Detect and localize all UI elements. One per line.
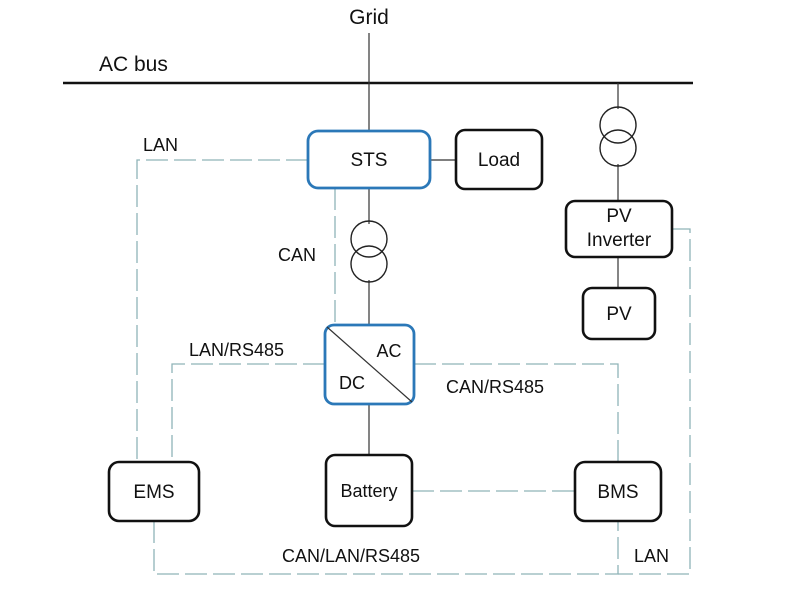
battery-label: Battery — [340, 481, 397, 501]
can-rs485-line — [414, 363, 619, 462]
pv-inverter-label-line2: Inverter — [587, 230, 652, 251]
can-lan-rs485-line — [153, 521, 619, 575]
power-lines — [63, 33, 693, 455]
lan-top-label: LAN — [143, 135, 178, 155]
converter-ac-label: AC — [376, 341, 401, 361]
ems-label: EMS — [133, 482, 174, 503]
bms-label: BMS — [597, 482, 638, 503]
lan-line-sts-ems — [136, 159, 308, 462]
converter-dc-label: DC — [339, 373, 365, 393]
lan-rs485-label: LAN/RS485 — [189, 340, 284, 360]
lan-bottom-label: LAN — [634, 546, 669, 566]
sts-box: STS — [306, 129, 432, 190]
lan-line-pv-inverter — [618, 228, 691, 575]
sts-label: STS — [351, 150, 388, 171]
ac-dc-converter-box: AC DC — [323, 323, 416, 406]
can-lan-rs485-label: CAN/LAN/RS485 — [282, 546, 420, 566]
pv-inverter-box: PV Inverter — [564, 199, 674, 259]
pv-box: PV — [581, 286, 657, 341]
can-rs485-label: CAN/RS485 — [446, 377, 544, 397]
load-box: Load — [454, 128, 544, 191]
communication-lines — [136, 159, 691, 575]
pv-label: PV — [606, 304, 632, 325]
grid-label: Grid — [349, 6, 389, 29]
ac-bus-label: AC bus — [99, 53, 168, 76]
pv-inverter-label-line1: PV — [606, 206, 632, 227]
battery-box: Battery — [324, 453, 414, 528]
bms-box: BMS — [573, 460, 663, 523]
load-label: Load — [478, 150, 520, 171]
lan-rs485-line — [171, 363, 325, 462]
ems-box: EMS — [107, 460, 201, 523]
can-label: CAN — [278, 245, 316, 265]
transformer-icon — [350, 220, 388, 283]
pv-transformer-icon — [599, 106, 637, 167]
